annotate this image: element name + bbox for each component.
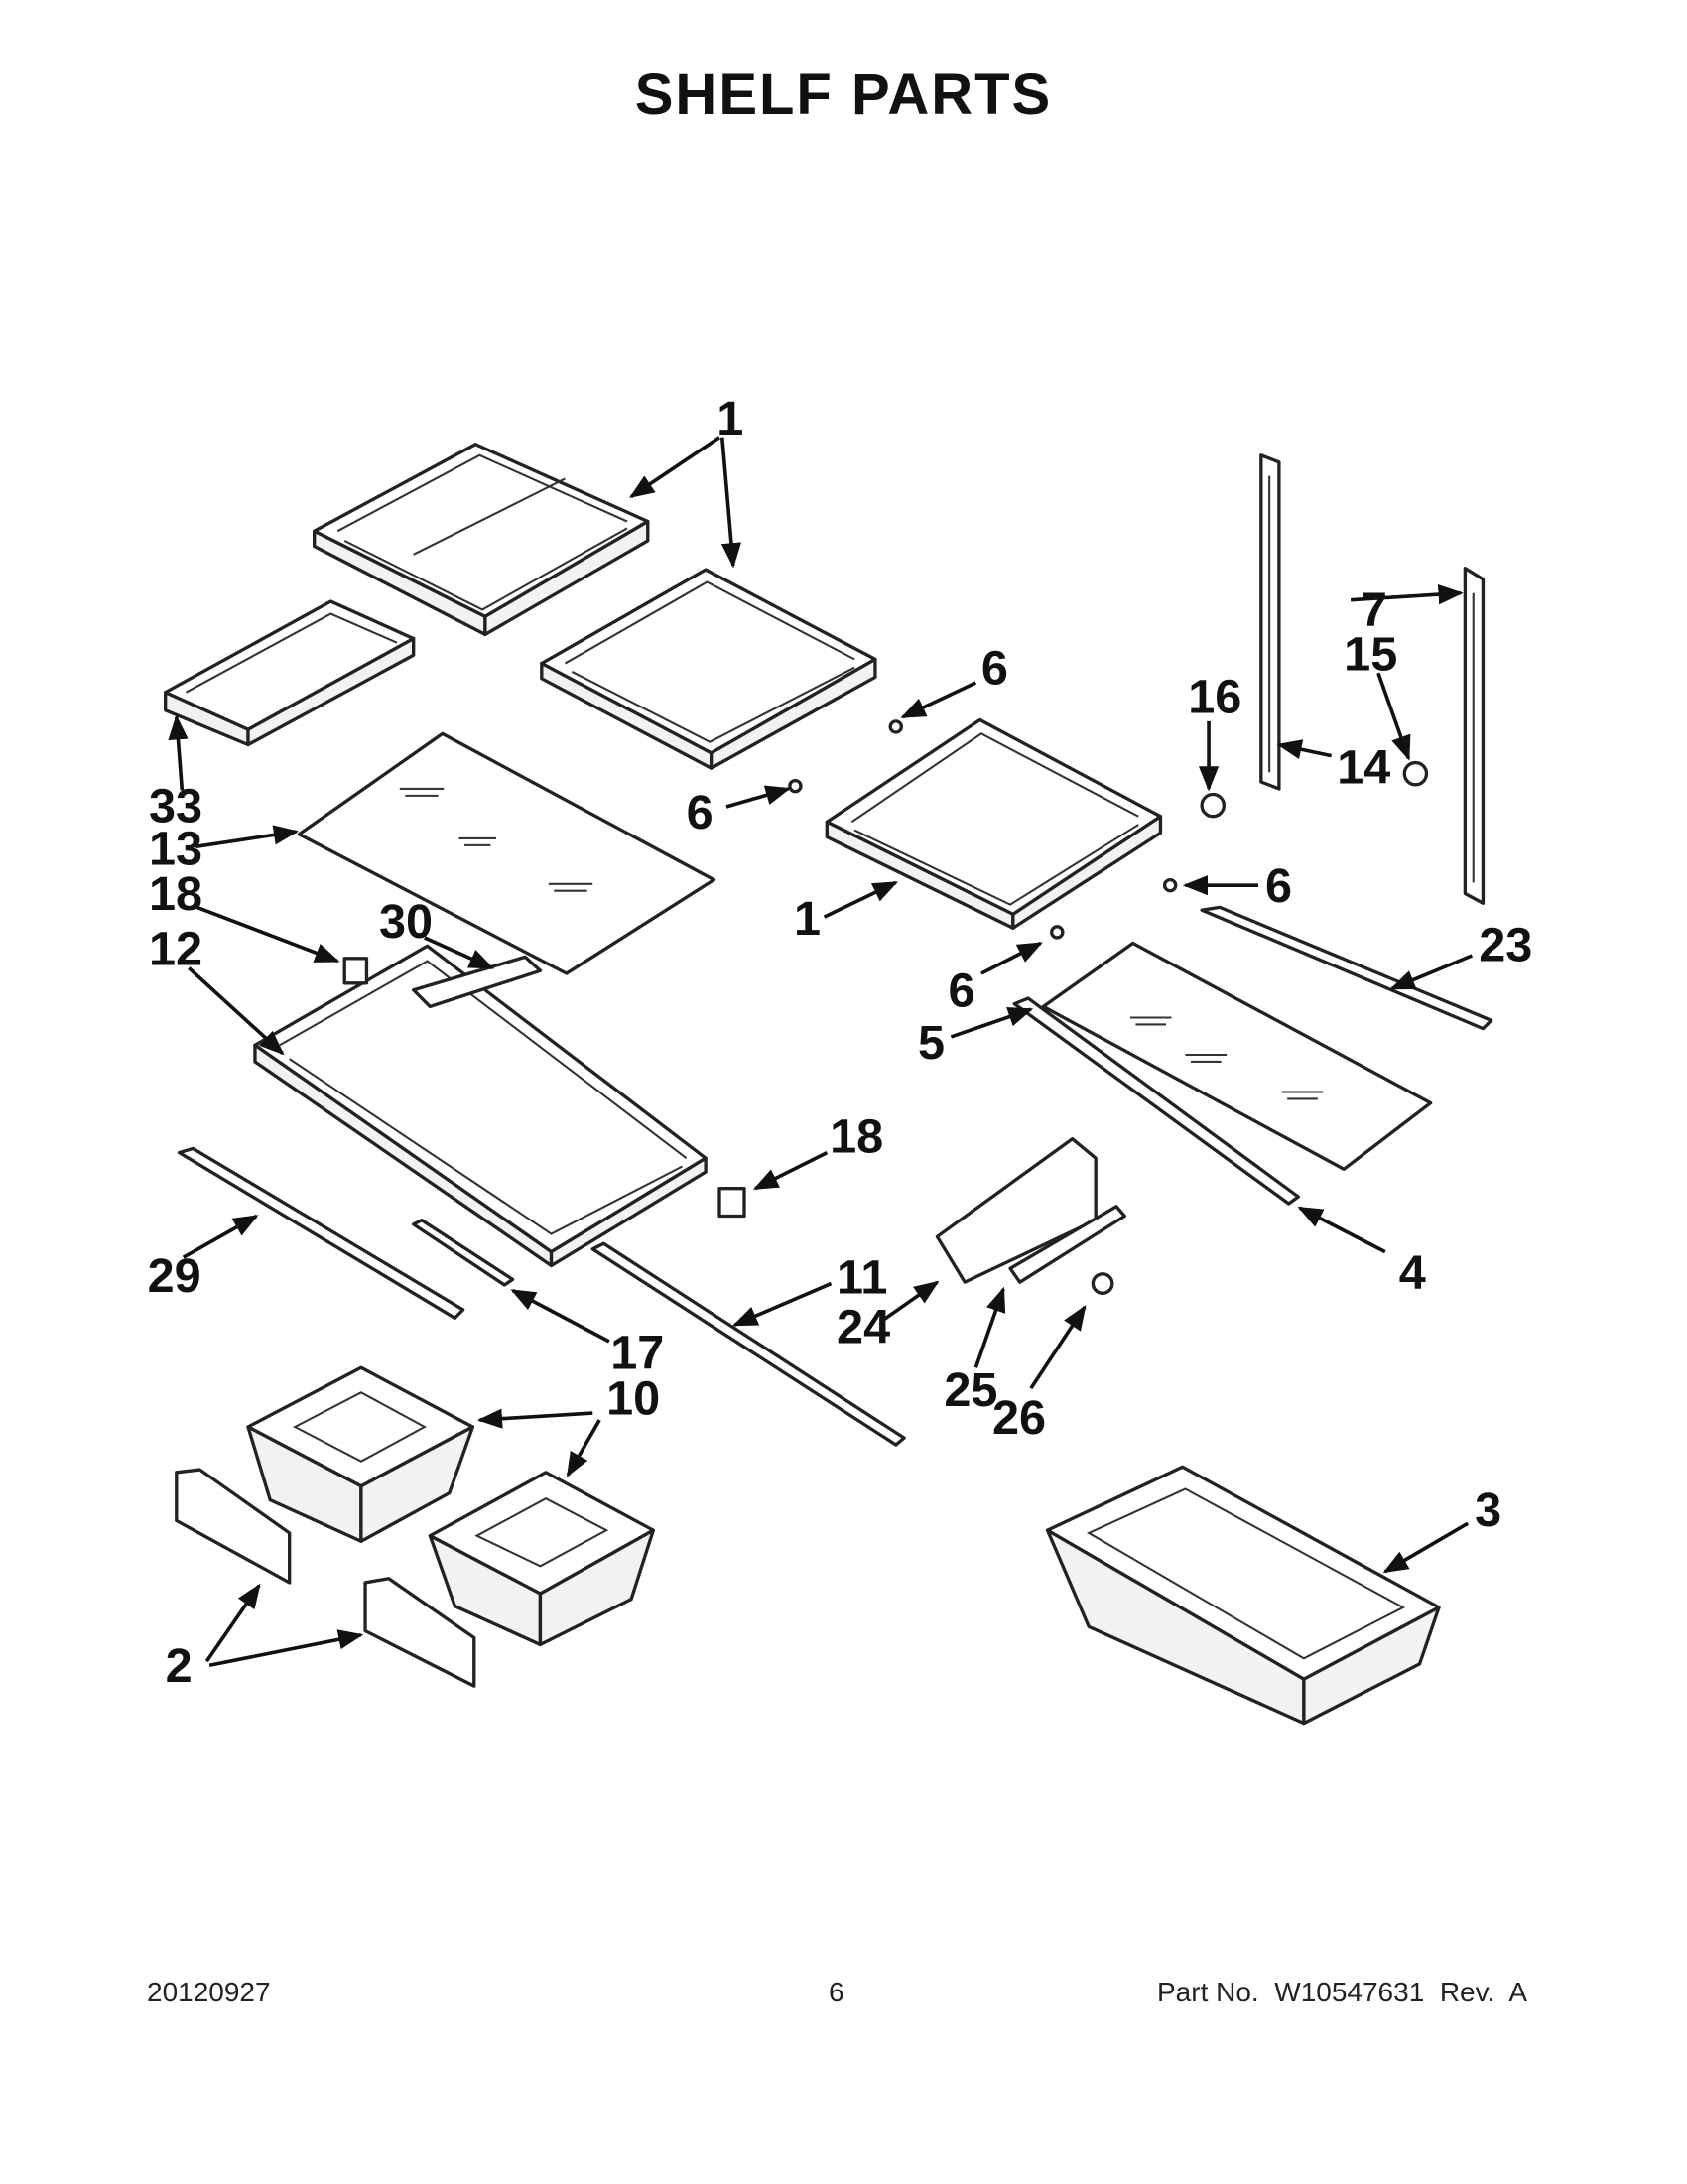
callout-24: 24 bbox=[837, 1300, 890, 1353]
callout-23: 23 bbox=[1479, 919, 1532, 972]
shelf-center-right bbox=[788, 717, 1178, 940]
shelf-rail-14 bbox=[1259, 453, 1281, 791]
callout-18-left: 18 bbox=[149, 867, 202, 921]
shelf-upper-left bbox=[312, 443, 650, 637]
footer-part-number: Part No. W10547631 Rev. A bbox=[1157, 1977, 1528, 2007]
callout-5: 5 bbox=[918, 1016, 945, 1070]
callout-6-upper: 6 bbox=[981, 641, 1008, 695]
callout-30: 30 bbox=[379, 895, 433, 949]
bracket-25 bbox=[1008, 1205, 1126, 1284]
trim-4 bbox=[1012, 996, 1300, 1206]
shelf-rail-7 bbox=[1463, 567, 1486, 905]
rod-11 bbox=[590, 1241, 906, 1447]
callout-18-right: 18 bbox=[830, 1110, 883, 1164]
callout-3: 3 bbox=[1475, 1483, 1501, 1537]
crisper-cover-frame bbox=[253, 944, 708, 1268]
page-title: SHELF PARTS bbox=[634, 63, 1053, 127]
footer-date: 20120927 bbox=[147, 1977, 271, 2007]
callout-6-left: 6 bbox=[687, 786, 714, 839]
callout-15: 15 bbox=[1344, 628, 1397, 682]
callout-10: 10 bbox=[606, 1372, 660, 1426]
callout-6-lower: 6 bbox=[949, 964, 975, 1017]
callout-1-center: 1 bbox=[794, 892, 821, 946]
shelf-upper-middle bbox=[540, 568, 877, 770]
callout-26: 26 bbox=[992, 1391, 1046, 1445]
leader-lines bbox=[168, 436, 1474, 1668]
callout-13: 13 bbox=[149, 822, 202, 875]
callout-11: 11 bbox=[837, 1250, 887, 1304]
clip-18-right bbox=[717, 1187, 746, 1219]
screw-16 bbox=[1200, 792, 1226, 819]
trim-23 bbox=[1200, 905, 1493, 1031]
deli-pan bbox=[1045, 1465, 1441, 1726]
clip-18-left bbox=[342, 957, 369, 985]
trim-29 bbox=[177, 1146, 465, 1320]
bracket-17 bbox=[411, 1218, 515, 1287]
callout-7: 7 bbox=[1361, 583, 1387, 637]
callout-2: 2 bbox=[166, 1639, 193, 1693]
glass-shelf-upper bbox=[297, 731, 716, 975]
glass-shelf-5 bbox=[1041, 941, 1433, 1171]
screw-15 bbox=[1402, 760, 1429, 787]
callout-12: 12 bbox=[149, 923, 202, 976]
crisper-drawer-left bbox=[246, 1365, 475, 1543]
callout-4: 4 bbox=[1399, 1246, 1426, 1300]
crisper-drawer-right bbox=[428, 1471, 655, 1647]
callout-14: 14 bbox=[1337, 740, 1390, 794]
shelf-small-left bbox=[164, 599, 416, 747]
callout-1-upper: 1 bbox=[716, 392, 743, 446]
callout-29: 29 bbox=[148, 1249, 201, 1303]
callout-33: 33 bbox=[149, 779, 202, 833]
callout-16: 16 bbox=[1188, 671, 1241, 724]
callout-17: 17 bbox=[610, 1327, 664, 1380]
bracket-24 bbox=[935, 1137, 1098, 1284]
callout-6-right: 6 bbox=[1265, 859, 1292, 913]
callout-labels: 1 6 7 15 16 6 14 33 13 6 18 30 1 12 6 23… bbox=[148, 392, 1533, 1693]
callout-25: 25 bbox=[944, 1363, 997, 1417]
footer-page-number: 6 bbox=[829, 1977, 844, 2007]
screw-26 bbox=[1091, 1272, 1114, 1295]
drawer-handle-left bbox=[175, 1468, 292, 1585]
drawer-handle-right bbox=[363, 1577, 476, 1688]
